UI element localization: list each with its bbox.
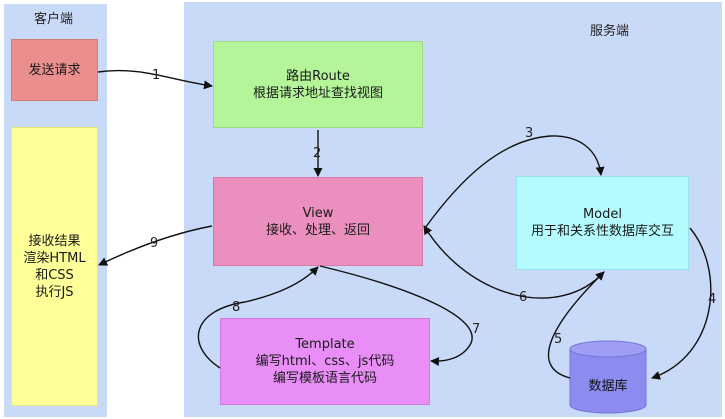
template-box: Template 编写html、css、js代码 编写模板语言代码 (220, 318, 430, 405)
view-desc: 接收、处理、返回 (265, 222, 370, 238)
route-desc: 根据请求地址查找视图 (252, 85, 383, 101)
model-desc: 用于和关系性数据库交互 (530, 224, 674, 239)
template-desc-2: 编写模板语言代码 (272, 371, 377, 386)
route-box: 路由Route 根据请求地址查找视图 (213, 41, 423, 128)
receive-line-3: 和CSS (35, 267, 74, 283)
step-2-label: 2 (313, 146, 322, 161)
view-title: View (302, 205, 334, 221)
template-desc-1: 编写html、css、js代码 (255, 354, 395, 369)
step-1-label: 1 (152, 68, 161, 83)
database-cylinder: 数据库 (568, 339, 648, 414)
model-box: Model 用于和关系性数据库交互 (516, 176, 689, 270)
receive-line-2: 渲染HTML (23, 250, 86, 266)
step-8-label: 8 (232, 300, 241, 315)
receive-result-box: 接收结果 渲染HTML 和CSS 执行JS (11, 127, 98, 406)
template-title: Template (295, 337, 355, 352)
route-title: 路由Route (286, 68, 350, 84)
arrow-3 (424, 135, 605, 229)
receive-line-1: 接收结果 (28, 233, 81, 249)
step-3-label: 3 (525, 126, 534, 141)
arrow-4 (651, 227, 712, 380)
database-icon (569, 340, 647, 414)
arrow-1 (97, 69, 213, 90)
step-5-label: 5 (554, 332, 563, 347)
send-request-box: 发送请求 (11, 39, 98, 101)
step-4-label: 4 (708, 292, 717, 307)
database-label: 数据库 (588, 379, 628, 394)
arrow-7 (319, 265, 473, 367)
arrow-6 (423, 225, 605, 299)
send-request-label: 发送请求 (28, 62, 81, 78)
view-box: View 接收、处理、返回 (213, 177, 423, 266)
client-title: 客户端 (34, 12, 74, 27)
step-6-label: 6 (519, 290, 528, 305)
arrow-9 (98, 225, 213, 266)
step-7-label: 7 (472, 322, 481, 337)
model-title: Model (582, 207, 623, 222)
server-title: 服务端 (590, 24, 630, 39)
arrow-8 (197, 266, 319, 369)
receive-line-4: 执行JS (35, 284, 74, 300)
step-9-label: 9 (150, 236, 159, 251)
arrow-5 (547, 271, 605, 379)
